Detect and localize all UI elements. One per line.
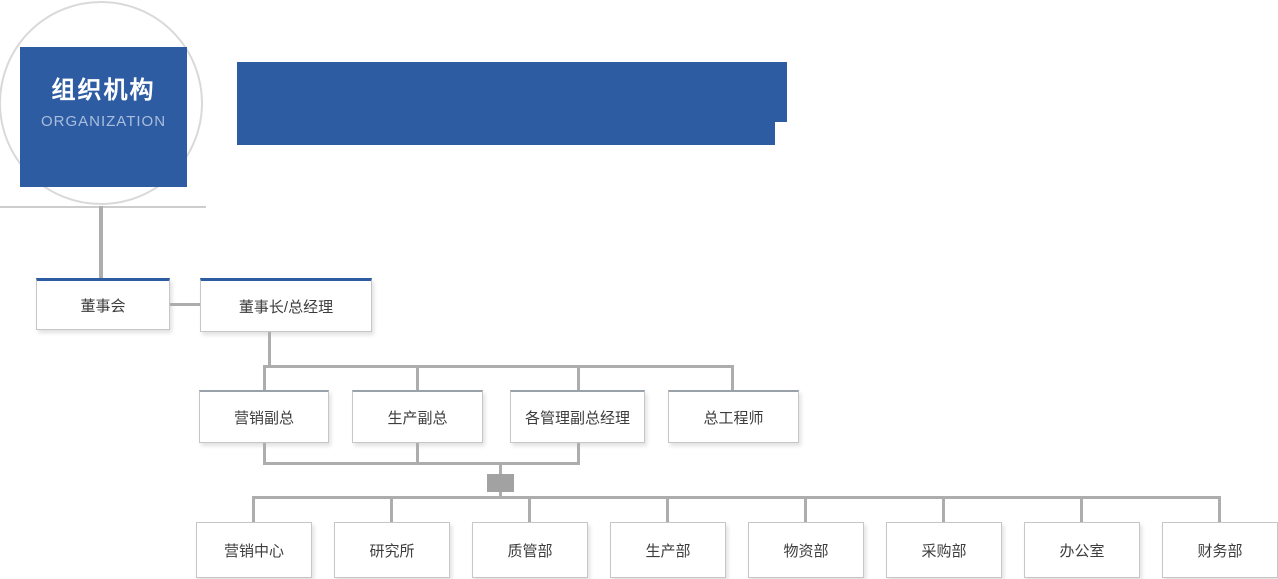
connector-row2-stub — [731, 365, 734, 390]
node-label: 生产副总 — [387, 409, 448, 427]
node-label: 质管部 — [507, 542, 553, 560]
connector-row3-stub — [528, 496, 531, 522]
connector-row3-stub — [942, 496, 945, 522]
connector-row3-stub — [390, 496, 393, 522]
node-label: 研究所 — [369, 542, 415, 560]
node-label: 采购部 — [921, 542, 967, 560]
node-label: 各管理副总经理 — [524, 409, 630, 427]
quality-dept-node: 质管部 — [472, 522, 588, 578]
connector-row2-down-stub — [263, 443, 266, 462]
marketing-vp-node: 营销副总 — [199, 390, 329, 443]
node-label: 董事会 — [80, 297, 126, 315]
management-deputy-gm-node: 各管理副总经理 — [510, 390, 645, 443]
node-label: 营销中心 — [223, 542, 284, 560]
top-divider-line — [0, 206, 206, 208]
junction-node — [487, 474, 514, 492]
purchasing-dept-node: 采购部 — [886, 522, 1002, 578]
connector-badge-to-board — [99, 206, 103, 278]
node-label: 总工程师 — [703, 409, 764, 427]
marketing-center-node: 营销中心 — [196, 522, 312, 578]
connector-mid-line — [263, 462, 580, 465]
production-vp-node: 生产副总 — [352, 390, 483, 443]
badge-subtitle: ORGANIZATION — [40, 113, 167, 130]
connector-row2-stub — [263, 365, 266, 390]
node-label: 营销副总 — [233, 409, 294, 427]
node-label: 物资部 — [783, 542, 829, 560]
connector-chairman-drop — [268, 332, 271, 365]
materials-dept-node: 物资部 — [748, 522, 864, 578]
connector-row3-stub — [666, 496, 669, 522]
office-node: 办公室 — [1024, 522, 1140, 578]
connector-row2-down-stub — [416, 443, 419, 462]
connector-row3-spine — [252, 496, 1221, 499]
production-dept-node: 生产部 — [610, 522, 726, 578]
chief-engineer-node: 总工程师 — [668, 390, 799, 443]
connector-row2-stub — [577, 365, 580, 390]
node-label: 董事长/总经理 — [238, 298, 334, 316]
connector-row3-stub — [804, 496, 807, 522]
connector-board-chairman — [170, 303, 200, 306]
organization-badge-circle: 组织机构 ORGANIZATION — [0, 1, 203, 205]
node-label: 办公室 — [1059, 542, 1105, 560]
badge-title: 组织机构 — [51, 77, 156, 104]
connector-row2-down-stub — [577, 443, 580, 462]
chairman-general-manager-node: 董事长/总经理 — [200, 278, 372, 332]
research-institute-node: 研究所 — [334, 522, 450, 578]
finance-dept-node: 财务部 — [1162, 522, 1278, 578]
connector-row3-stub — [1080, 496, 1083, 522]
blue-banner — [237, 62, 787, 145]
node-label: 生产部 — [645, 542, 691, 560]
board-of-directors-node: 董事会 — [36, 278, 170, 330]
connector-row2-stub — [416, 365, 419, 390]
connector-row2-spine — [263, 365, 734, 368]
organization-badge: 组织机构 ORGANIZATION — [20, 47, 187, 187]
connector-row3-stub — [252, 496, 255, 522]
connector-row3-stub — [1218, 496, 1221, 522]
node-label: 财务部 — [1197, 542, 1243, 560]
